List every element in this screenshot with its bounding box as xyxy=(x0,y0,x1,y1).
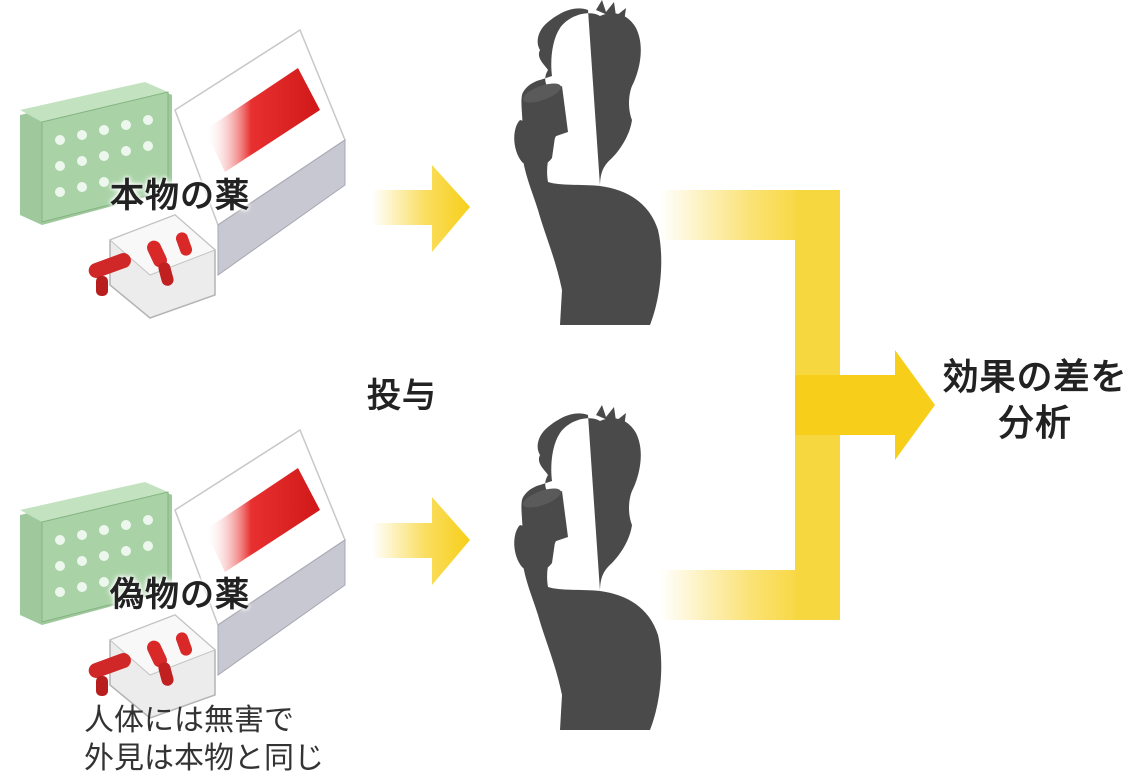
fake-drug-label: 偽物の薬 xyxy=(110,575,250,615)
administer-label: 投与 xyxy=(367,376,437,416)
merge-arrow-icon xyxy=(660,190,935,620)
real-drug-label: 本物の薬 xyxy=(110,176,250,216)
fake-drug-note-line2: 外見は本物と同じ xyxy=(84,741,324,776)
result-label-line1: 効果の差を xyxy=(942,357,1128,398)
result-label-line2: 分析 xyxy=(997,403,1072,444)
administer-arrow-icon-bottom xyxy=(372,497,470,585)
result-label: 効果の差を 分析 xyxy=(940,355,1130,447)
subject-bottom-person-drinking-icon xyxy=(514,405,662,730)
subject-top-person-drinking-icon xyxy=(514,0,662,325)
fake-drug-note-line1: 人体には無害で xyxy=(84,703,294,738)
administer-arrow-icon-top xyxy=(372,165,470,252)
